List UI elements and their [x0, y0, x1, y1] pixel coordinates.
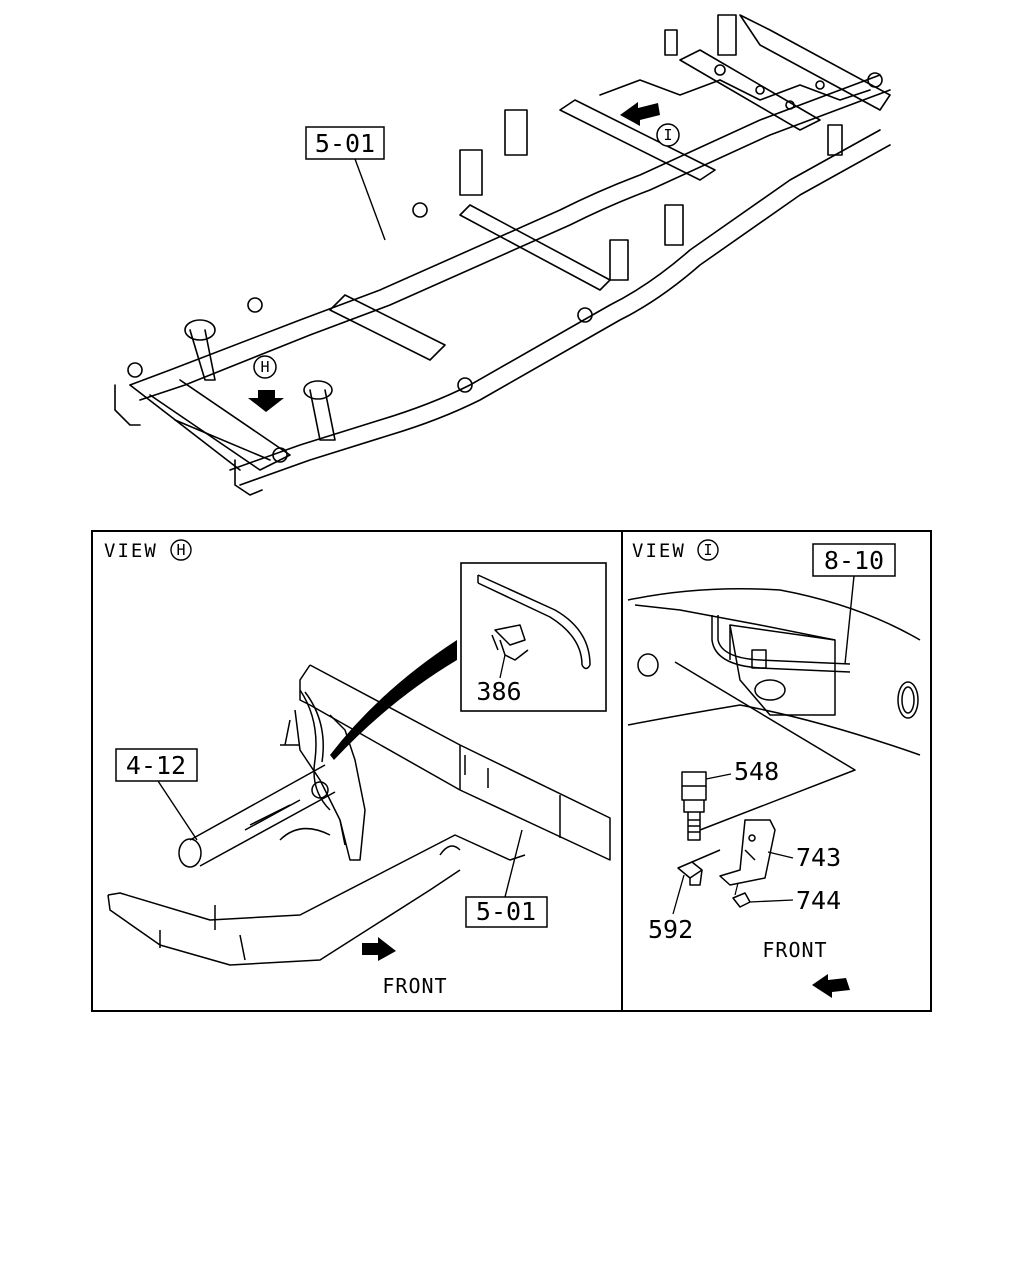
view-h-title-marker: H: [176, 541, 185, 559]
view-h-marker-circle: [253, 355, 277, 379]
callout-sensor: 548: [734, 757, 779, 786]
leader-line: [504, 829, 523, 898]
view-h-title-circle: [170, 539, 192, 561]
callout-box-harness: [812, 543, 896, 577]
clip-illustration: [477, 574, 591, 670]
leader-line: [749, 899, 794, 903]
callout-frame-main: 5-01: [315, 129, 375, 158]
front-arrow-icon: [362, 937, 396, 961]
callout-box-exhaust: [115, 748, 198, 782]
leader-line: [157, 780, 198, 841]
view-i-title-circle: [697, 539, 719, 561]
view-i-title: VIEW: [632, 540, 686, 562]
leader-line: [844, 575, 855, 665]
callout-nut: 744: [796, 886, 841, 915]
callout-harness: 8-10: [824, 546, 884, 575]
detail-panel-frame: [91, 530, 932, 1012]
view-h-title: VIEW: [104, 540, 158, 562]
view-h-illustration: [107, 664, 611, 966]
callout-clip: 386: [476, 677, 521, 706]
leader-line: [734, 882, 739, 896]
view-i-marker: I: [663, 126, 672, 144]
view-h-marker: H: [260, 358, 269, 376]
leader-line: [499, 654, 506, 679]
callout-box-frame-view-h: [465, 896, 548, 928]
leader-line: [705, 773, 732, 780]
callout-bracket: 743: [796, 843, 841, 872]
view-h-arrow-icon: [248, 390, 284, 412]
leader-line: [354, 158, 386, 241]
view-i-illustration: [627, 588, 921, 908]
front-arrow-icon: [812, 974, 850, 998]
chassis-frame-illustration: [114, 14, 891, 496]
callout-exhaust: 4-12: [126, 751, 186, 780]
callout-box-frame-main: [305, 126, 385, 160]
view-i-front-label: FRONT: [762, 938, 827, 962]
callout-bolt: 592: [648, 915, 693, 944]
view-i-title-marker: I: [703, 541, 712, 559]
view-i-marker-circle: [656, 123, 680, 147]
leader-line: [672, 874, 685, 915]
inset-pointer-wedge: [330, 640, 457, 760]
view-i-arrow-icon: [620, 102, 660, 126]
callout-frame-view-h: 5-01: [476, 897, 536, 926]
clip-detail-inset: [460, 562, 607, 712]
view-h-front-label: FRONT: [382, 974, 447, 998]
leader-line: [767, 851, 794, 859]
